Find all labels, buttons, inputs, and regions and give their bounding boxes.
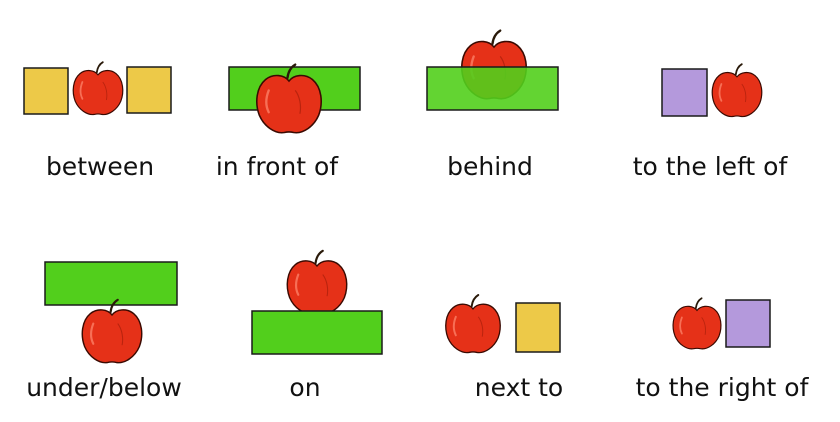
label-behind: behind	[447, 152, 533, 181]
panel-between	[23, 61, 172, 116]
panel-next-to	[444, 294, 561, 354]
panel-behind	[426, 29, 559, 111]
green-bar-icon	[426, 66, 559, 111]
purple-square-icon	[725, 299, 771, 348]
label-next-to: next to	[474, 373, 564, 402]
label-to-the-left-of: to the left of	[632, 152, 788, 181]
label-under-below: under/below	[26, 373, 182, 402]
yellow-square-icon	[23, 67, 69, 115]
yellow-square-icon	[515, 302, 561, 353]
label-on: on	[289, 373, 321, 402]
green-bar-icon	[251, 310, 383, 355]
panel-to-the-left-of	[661, 63, 763, 118]
apple-icon	[72, 61, 124, 116]
apple-icon	[81, 298, 143, 364]
label-to-the-right-of: to the right of	[635, 373, 809, 402]
yellow-square-icon	[126, 66, 172, 114]
apple-icon	[286, 249, 348, 315]
panel-to-the-right-of	[672, 297, 771, 350]
panel-under-below	[44, 261, 178, 364]
panel-in-front-of	[228, 63, 361, 134]
green-bar-icon	[44, 261, 178, 306]
apple-icon	[444, 294, 502, 354]
apple-icon	[672, 297, 722, 350]
label-between: between	[45, 152, 155, 181]
purple-square-icon	[661, 68, 708, 117]
label-in-front-of: in front of	[215, 152, 339, 181]
apple-icon	[711, 63, 763, 118]
panel-on	[251, 249, 383, 355]
